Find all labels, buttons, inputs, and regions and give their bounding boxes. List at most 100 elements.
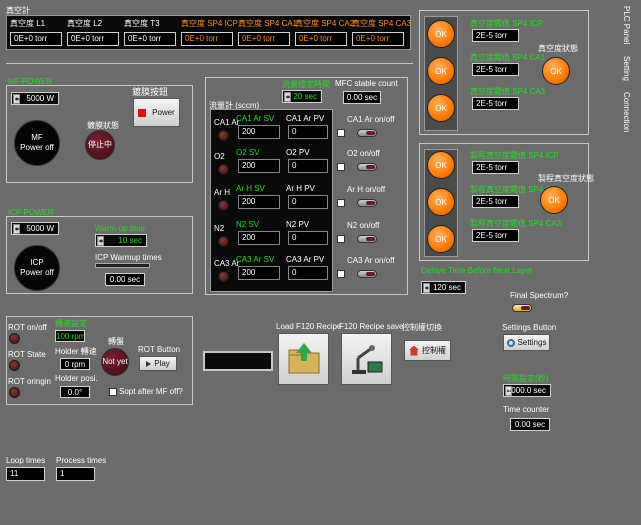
gauge-display: 0E+0 torr <box>295 32 347 46</box>
flow-gas-led <box>218 164 229 175</box>
gauge-label: 真空度 L2 <box>67 19 103 28</box>
spin-icon[interactable] <box>13 94 20 104</box>
process-vacuum-frame <box>419 143 589 261</box>
settings-button[interactable]: Settings <box>503 334 550 351</box>
flow-gas-name: O2 <box>214 152 225 161</box>
flow-onoff-checkbox[interactable] <box>337 270 345 278</box>
flow-pv-display: 0 <box>288 159 328 173</box>
flow-onoff-toggle[interactable] <box>357 129 377 137</box>
flow-sv-label: O2 SV <box>236 148 260 157</box>
flow-onoff-toggle[interactable] <box>357 199 377 207</box>
gauge-display: 0E+0 torr <box>10 32 62 46</box>
flow-onoff-toggle[interactable] <box>357 235 377 243</box>
flow-onoff-checkbox[interactable] <box>337 129 345 137</box>
red-indicator-icon <box>138 108 147 117</box>
flow-sv-input[interactable]: 200 <box>238 125 280 139</box>
tab-plc-panel[interactable]: PLC Panel <box>622 6 631 45</box>
flow-gas-name: CA3 Ar <box>214 259 240 268</box>
vac_status-threshold-label: 真空度閥值 SP4 CA1 <box>470 53 546 62</box>
control-switch-label: 控制權切換 <box>402 323 442 332</box>
icp-power-title: ICP POWER <box>8 208 54 217</box>
coat-power-button[interactable]: Power <box>133 98 180 127</box>
process_vac-threshold-label: 製程真空度閥值 SP4 CA1 <box>470 185 562 194</box>
flow-gas-led <box>218 271 229 282</box>
spin-icon[interactable] <box>97 236 104 246</box>
flow-gas-name: N2 <box>214 224 225 233</box>
flow-pv-display: 0 <box>288 125 328 139</box>
flow-stable-time-input[interactable]: 20 sec <box>282 90 322 103</box>
loop-times-display: 11 <box>6 467 45 481</box>
flow-sv-label: N2 SV <box>236 220 260 229</box>
rot-play-button[interactable]: Play <box>139 356 177 371</box>
spin-icon[interactable] <box>423 283 430 293</box>
flow-gas-led <box>218 200 229 211</box>
flow-sv-input[interactable]: 200 <box>238 159 280 173</box>
flow-sv-label: CA3 Ar SV <box>236 255 275 264</box>
flow-sv-label: Ar H SV <box>236 184 265 193</box>
mf-power-input[interactable]: 5000 W <box>11 92 59 105</box>
flow-onoff-label: CA3 Ar on/off <box>347 256 395 265</box>
flow-onoff-checkbox[interactable] <box>337 199 345 207</box>
flow-onoff-checkbox[interactable] <box>337 235 345 243</box>
control-switch-button[interactable]: 控制權 <box>404 340 451 361</box>
gauge-label: 真空度 SP4 CA3 <box>352 19 412 28</box>
divider <box>6 63 413 64</box>
folder-open-icon <box>288 343 319 374</box>
final-spectrum-toggle[interactable] <box>512 304 532 312</box>
tab-connection[interactable]: Connection <box>622 92 631 133</box>
spin-icon[interactable] <box>284 92 291 102</box>
tab-setting[interactable]: Setting <box>622 56 631 81</box>
load-recipe-button[interactable] <box>278 333 329 385</box>
rot-origin-label: ROT oringin <box>8 377 51 386</box>
flow-onoff-toggle[interactable] <box>357 270 377 278</box>
flow-onoff-toggle[interactable] <box>357 163 377 171</box>
flow-sv-input[interactable]: 200 <box>238 266 280 280</box>
icp-power-button[interactable]: ICP Power off <box>14 245 60 291</box>
delay-time-input[interactable]: 120 sec <box>421 281 466 294</box>
stop-after-mf-checkbox[interactable] <box>109 388 117 396</box>
holder-position-label: Holder posi. <box>55 374 98 383</box>
flow-pv-label: CA3 Ar PV <box>286 255 325 264</box>
flow-sv-label: CA1 Ar SV <box>236 114 275 123</box>
rot-speed-input[interactable]: 100 rpm <box>55 330 85 342</box>
save-recipe-label: F120 Recipe save <box>339 322 404 331</box>
recipe-path-display <box>203 351 273 371</box>
vac_status-threshold-display: 2E-5 torr <box>472 63 519 76</box>
flow-gas-name: CA1 Ar <box>214 118 240 127</box>
time-counter-display: 0.00 sec <box>510 418 550 431</box>
settings-button-title: Settings Button <box>502 323 557 332</box>
vac_status-ok-led: OK <box>427 57 455 85</box>
vacuum-status-frame <box>419 10 589 135</box>
mf-power-button[interactable]: MF Power off <box>14 120 60 166</box>
flow-meter-title: 流量計 (sccm) <box>209 101 260 110</box>
process_vac-threshold-label: 製程真空度閥值 SP4 CA3 <box>470 219 562 228</box>
warmup-time-input[interactable]: 10 sec <box>95 234 147 247</box>
rot-state-led <box>9 360 20 371</box>
time-setting-input[interactable]: 1000.0 sec <box>503 384 551 397</box>
robot-arm-icon <box>351 345 382 374</box>
flow-onoff-label: N2 on/off <box>347 221 380 230</box>
save-recipe-button[interactable] <box>341 333 392 385</box>
vac_status-threshold-label: 真空度閥值 SP4 CA3 <box>470 87 546 96</box>
gauge-display: 0E+0 torr <box>238 32 290 46</box>
rot-onoff-led[interactable] <box>9 333 20 344</box>
flow-pv-label: CA1 Ar PV <box>286 114 325 123</box>
rot-panel-frame <box>6 316 193 405</box>
flow-sv-input[interactable]: 200 <box>238 231 280 245</box>
flow-pv-label: O2 PV <box>286 148 310 157</box>
process_vac-ok-led: OK <box>427 225 455 253</box>
warmup-times-display: 0.00 sec <box>105 273 145 286</box>
process_vac-ok-led: OK <box>427 151 455 179</box>
flow-onoff-checkbox[interactable] <box>337 163 345 171</box>
spin-icon[interactable] <box>505 386 512 396</box>
vac_status-threshold-label: 真空度閥值 SP4 ICP <box>470 19 543 28</box>
holder-position-display: 0.0° <box>60 386 90 398</box>
vac_status-ok-led: OK <box>427 94 455 122</box>
flow-sv-input[interactable]: 200 <box>238 195 280 209</box>
vac_status-threshold-display: 2E-5 torr <box>472 97 519 110</box>
turntable-button[interactable]: Not yet <box>101 348 129 376</box>
spin-icon[interactable] <box>13 224 20 234</box>
flow-onoff-label: O2 on/off <box>347 149 380 158</box>
flow-gas-led <box>218 130 229 141</box>
icp-power-input[interactable]: 5000 W <box>11 222 59 235</box>
